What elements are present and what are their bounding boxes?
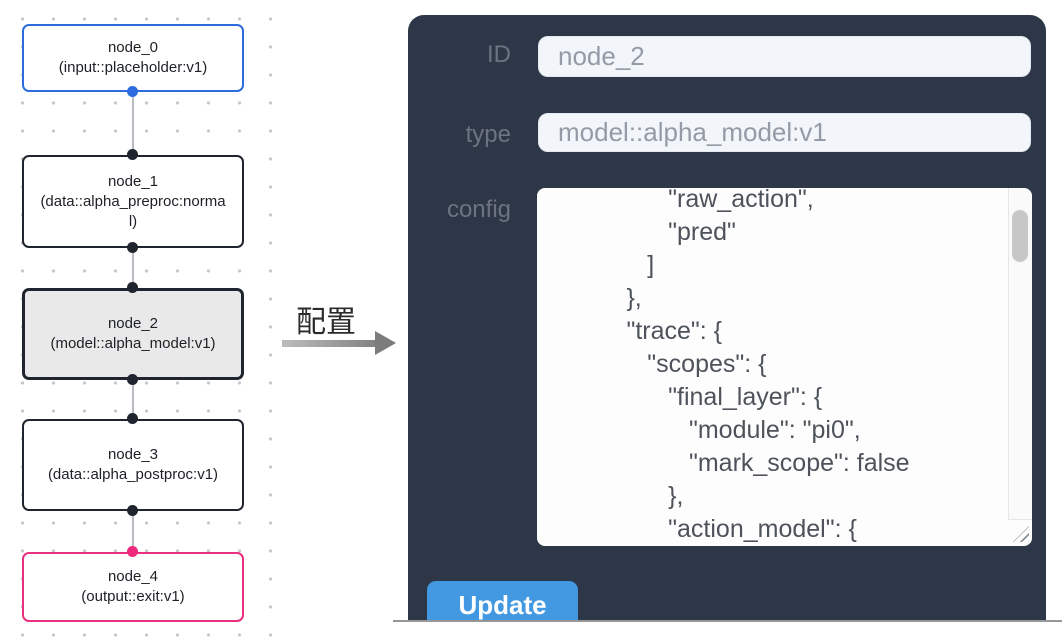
node-title: node_0 <box>107 39 159 56</box>
port-dot-node1-out[interactable] <box>127 242 138 253</box>
textarea-scrollbar-thumb[interactable] <box>1012 210 1028 262</box>
node-title: node_4 <box>107 568 159 585</box>
node-subtitle: (input::placeholder:v1) <box>58 59 208 76</box>
annotation-label: 配置 <box>296 306 356 339</box>
port-dot-node2-out[interactable] <box>127 374 138 385</box>
port-dot-node0-out[interactable] <box>127 86 138 97</box>
flow-node-node_0[interactable]: node_0 (input::placeholder:v1) <box>22 24 244 92</box>
port-dot-node3-out[interactable] <box>127 505 138 516</box>
node-title: node_1 <box>107 172 159 190</box>
update-button[interactable]: Update <box>427 581 578 620</box>
type-input[interactable]: model::alpha_model:v1 <box>538 113 1031 152</box>
config-textarea[interactable]: "raw_action", "pred" ] }, "trace": { "sc… <box>537 188 1032 546</box>
port-dot-node3-in[interactable] <box>127 413 138 424</box>
update-button-label: Update <box>458 589 547 620</box>
node-title: node_3 <box>107 446 159 463</box>
id-field-label: ID <box>487 41 511 68</box>
flow-node-node_3[interactable]: node_3 (data::alpha_postproc:v1) <box>22 419 244 511</box>
right-arrow-head-icon <box>375 331 396 355</box>
edge-node1-node2 <box>132 248 134 288</box>
flow-node-node_4[interactable]: node_4 (output::exit:v1) <box>22 552 244 622</box>
id-input-value: node_2 <box>558 41 645 71</box>
edge-node3-node4 <box>132 511 134 552</box>
right-arrow-icon <box>282 340 377 347</box>
edge-node0-node1 <box>132 92 134 155</box>
port-dot-node2-in[interactable] <box>127 282 138 293</box>
id-input[interactable]: node_2 <box>538 36 1031 77</box>
pipeline-canvas: node_0 (input::placeholder:v1) node_1 (d… <box>0 0 280 643</box>
config-panel: ID node_2 type model::alpha_model:v1 con… <box>408 15 1046 620</box>
flow-node-node_1[interactable]: node_1 (data::alpha_preproc:normal) <box>22 155 244 248</box>
config-json-text: "raw_action", "pred" ] }, "trace": { "sc… <box>626 188 910 543</box>
node-subtitle: (data::alpha_postproc:v1) <box>47 466 219 483</box>
port-dot-node1-in[interactable] <box>127 149 138 160</box>
port-dot-node4-in[interactable] <box>127 546 138 557</box>
flow-node-node_2[interactable]: node_2 (model::alpha_model:v1) <box>22 288 244 380</box>
node-subtitle: (model::alpha_model:v1) <box>50 335 216 352</box>
node-subtitle: (data::alpha_preproc:normal) <box>40 192 226 230</box>
edge-node2-node3 <box>132 380 134 419</box>
node-subtitle: (output::exit:v1) <box>81 588 185 605</box>
node-title: node_2 <box>107 315 159 332</box>
type-field-label: type <box>465 121 511 148</box>
type-input-value: model::alpha_model:v1 <box>558 117 827 147</box>
resize-grip-icon[interactable] <box>1013 526 1029 542</box>
config-field-label: config <box>446 196 511 223</box>
